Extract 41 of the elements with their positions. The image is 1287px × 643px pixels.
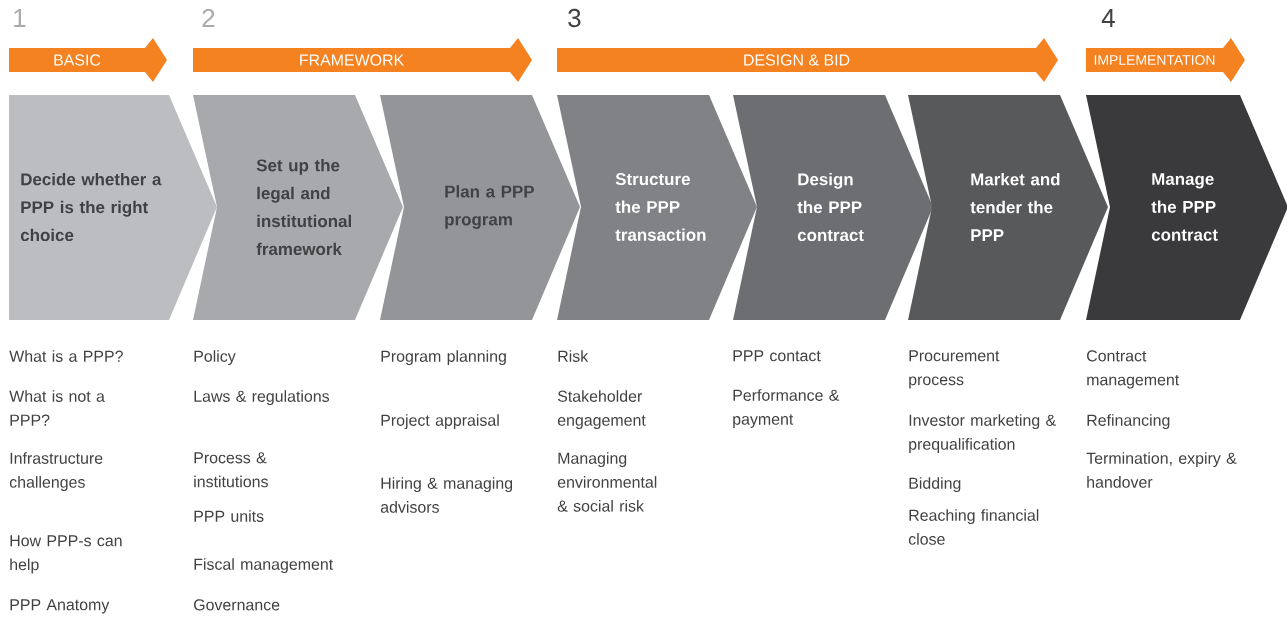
list-item: PPP units xyxy=(194,510,264,522)
list-item: PPP contact xyxy=(733,350,821,362)
list-item: Investor marketing & prequalification xyxy=(909,414,1056,453)
step-panel: Set up the legal and institutional framework xyxy=(193,95,403,320)
phase-banner: IMPLEMENTATION xyxy=(1086,38,1245,82)
step-panel: Decide whether a PPP is the right choice xyxy=(9,95,217,320)
phase-banner: BASIC xyxy=(9,38,167,82)
phase-number: 2 xyxy=(202,8,215,28)
step-panel: Design the PPP contract xyxy=(733,95,933,320)
list-item: Process & institutions xyxy=(194,452,268,488)
list-item: Contract management xyxy=(1087,350,1180,389)
list-item: Refinancing xyxy=(1087,414,1170,430)
list-item: Governance xyxy=(194,599,280,611)
step-panel: Market and tender the PPP xyxy=(908,95,1108,320)
list-item: Policy xyxy=(194,350,236,366)
phase-number: 4 xyxy=(1101,9,1115,27)
list-item: What is a PPP? xyxy=(9,350,123,362)
list-item: Infrastructure challenges xyxy=(9,452,103,491)
list-item: Reaching financial close xyxy=(908,509,1039,545)
list-item: Laws & regulations xyxy=(194,390,330,406)
phase-banner: DESIGN & BID xyxy=(557,38,1058,82)
list-item: Program planning xyxy=(381,350,506,366)
list-item: Risk xyxy=(558,350,589,362)
step-panel: Plan a PPP program xyxy=(380,95,580,320)
list-item: Fiscal management xyxy=(194,558,334,574)
step-panel: Manage the PPP contract xyxy=(1086,95,1287,320)
list-item: Termination, expiry & handover xyxy=(1086,452,1237,488)
phase-banner: FRAMEWORK xyxy=(193,38,532,82)
list-item: Managing environmental & social risk xyxy=(557,452,657,512)
list-item: Performance & payment xyxy=(733,389,840,428)
list-item: How PPP-s can help xyxy=(10,535,122,574)
step-panel: Structure the PPP transaction xyxy=(557,95,757,320)
phase-number: 1 xyxy=(14,9,26,27)
list-item: PPP Anatomy xyxy=(10,599,110,614)
list-item: Stakeholder engagement xyxy=(557,390,646,429)
list-item: Procurement process xyxy=(909,350,1000,389)
phase-number: 3 xyxy=(568,8,581,28)
list-item: Bidding xyxy=(909,477,961,493)
list-item: What is not a PPP? xyxy=(9,390,105,426)
list-item: Project appraisal xyxy=(381,414,499,430)
list-item: Hiring & managing advisors xyxy=(380,477,513,513)
